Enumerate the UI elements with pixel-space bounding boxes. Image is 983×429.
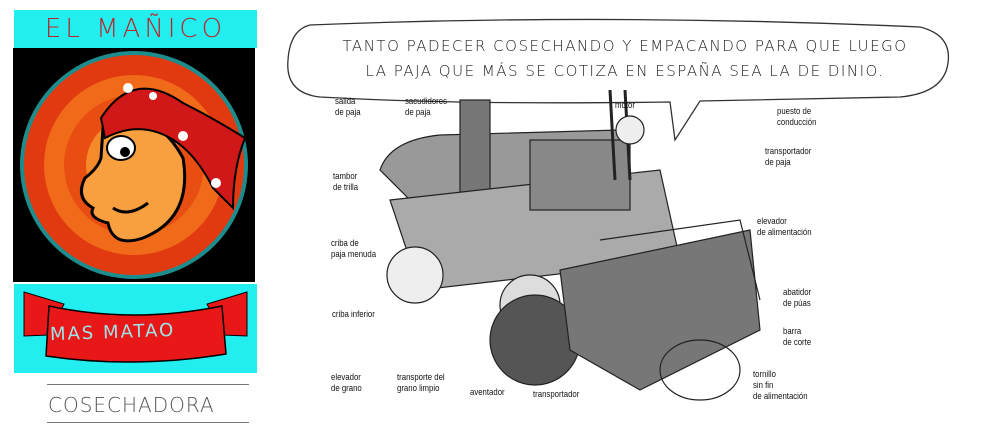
label-line: elevador	[331, 372, 361, 383]
character-portrait	[13, 48, 255, 282]
label-line: sin fin	[753, 380, 774, 391]
label-line: salida	[335, 96, 356, 107]
label-line: grano limpio	[397, 383, 440, 394]
divider	[47, 422, 249, 423]
label-line: de púas	[783, 298, 811, 309]
label-line: transportador	[765, 146, 812, 157]
caption: COSECHADORA	[48, 393, 215, 417]
label-line: conducción	[777, 117, 817, 128]
speech-bubble	[287, 18, 950, 142]
label-line: de trilla	[333, 182, 359, 193]
label-line: de paja	[405, 107, 431, 118]
label-line: elevador	[757, 216, 787, 227]
label-line: barra	[783, 326, 802, 337]
label-line: abatidor	[783, 287, 812, 298]
label-line: criba de	[331, 238, 359, 249]
label-line: de paja	[765, 157, 791, 168]
harvester-illustration	[379, 90, 761, 401]
label-line: tambor	[333, 171, 358, 182]
banner-panel	[14, 284, 257, 373]
speech-line: TANTO PADECER COSECHANDO Y EMPACANDO PAR…	[342, 37, 908, 55]
title-panel: EL MAÑICO	[14, 10, 257, 48]
banner-text: MAS MATAO	[49, 319, 176, 346]
label-line: de alimentación	[753, 391, 808, 402]
speech-text: TANTO PADECER COSECHANDO Y EMPACANDO PAR…	[300, 34, 950, 84]
label-line: de paja	[335, 107, 361, 118]
label-criba-inferior: criba inferior	[332, 309, 375, 320]
label-aventador: aventador	[470, 387, 505, 398]
label-line: transporte del	[397, 372, 445, 383]
speech-line: LA PAJA QUE MÁS SE COTIZA EN ESPAÑA SEA …	[365, 62, 885, 80]
comic-title: EL MAÑICO	[44, 14, 227, 44]
label-line: sacudidores	[405, 96, 448, 107]
label-motor: motor	[615, 100, 635, 111]
label-line: de corte	[783, 337, 812, 348]
label-line: puesto de	[777, 106, 812, 117]
divider	[47, 384, 249, 385]
label-transportador: transportador	[533, 389, 580, 400]
label-line: tornillo	[753, 369, 776, 380]
label-line: de alimentación	[757, 227, 812, 238]
label-line: de grano	[331, 383, 362, 394]
label-line: paja menuda	[331, 249, 377, 260]
